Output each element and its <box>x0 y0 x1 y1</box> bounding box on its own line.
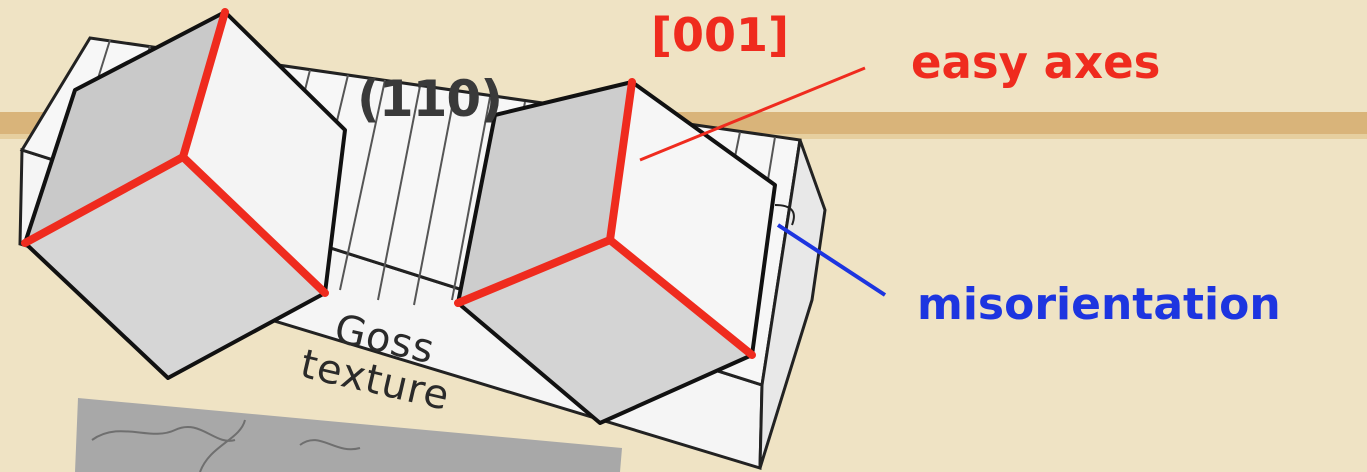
misorientation-label: misorientation <box>917 279 1281 330</box>
direction-label: [001] <box>651 8 789 62</box>
easy-axes-label: easy axes <box>911 36 1160 89</box>
plane-label: (110) <box>357 70 502 128</box>
